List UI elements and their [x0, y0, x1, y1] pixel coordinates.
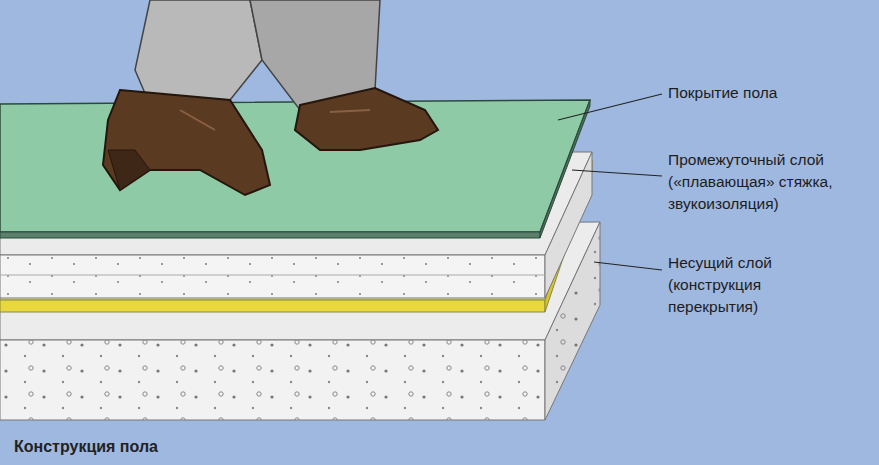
figure-caption: Конструкция пола — [14, 436, 314, 458]
person-legs — [103, 0, 438, 195]
layer-label: Несущий слой (конструкция перекрытия) — [668, 252, 818, 318]
leader-line — [558, 94, 662, 270]
floor-covering — [0, 100, 590, 238]
layer-label: Промежуточный слой («плавающая» стяжка, … — [668, 149, 868, 215]
layer-label: Покрытие пола — [668, 82, 868, 104]
